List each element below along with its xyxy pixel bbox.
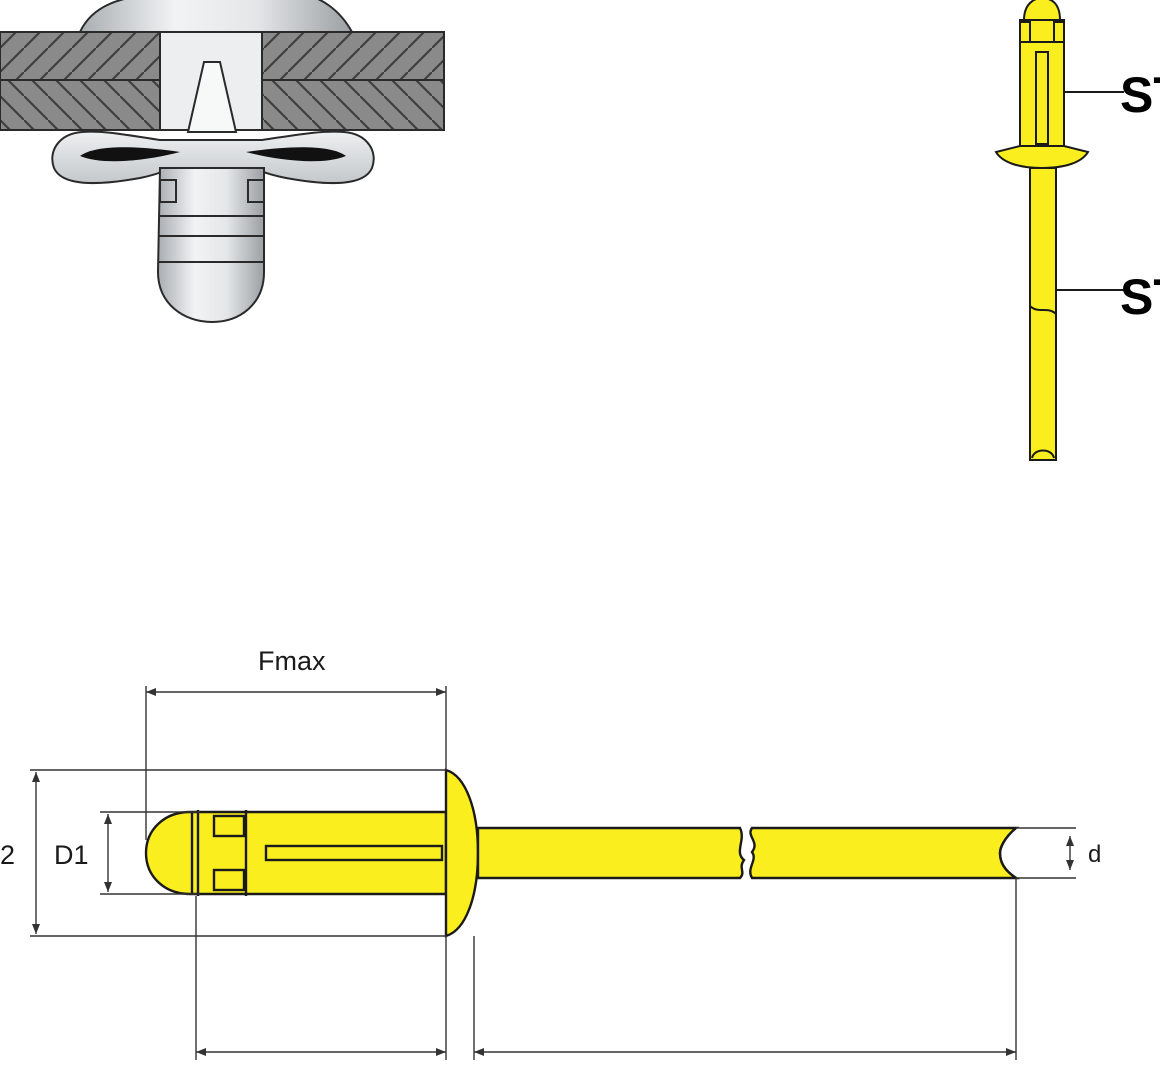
split-petals bbox=[51, 130, 375, 185]
horizontal-rivet-details bbox=[190, 810, 444, 896]
lower-sheet bbox=[0, 80, 444, 130]
petal-slit-left bbox=[80, 147, 180, 162]
mandrel-taper bbox=[186, 61, 238, 133]
vertical-rivet: ST ST bbox=[994, 0, 1160, 461]
horizontal-mandrel-stem-left bbox=[476, 826, 746, 880]
horizontal-rivet bbox=[144, 768, 1020, 938]
vertical-break-notch bbox=[1029, 305, 1057, 315]
side-label-bottom: ST bbox=[1120, 269, 1160, 325]
dimension-arrowheads bbox=[32, 688, 1074, 1056]
side-label-top: ST bbox=[1120, 67, 1160, 123]
dim-label-d: d bbox=[1088, 841, 1101, 868]
mandrel-head-details bbox=[158, 179, 265, 263]
installed-rivet-section bbox=[0, 0, 445, 324]
dimension-lines bbox=[30, 686, 1076, 1060]
horizontal-mandrel-stem-right bbox=[749, 826, 1020, 880]
dim-label-d1: D1 bbox=[54, 840, 89, 870]
horizontal-rivet-flange bbox=[444, 768, 480, 938]
rivet-head-dome bbox=[78, 0, 354, 33]
dim-label-fmax: Fmax bbox=[258, 646, 326, 676]
vertical-stem-end bbox=[1031, 449, 1055, 459]
mandrel-head-bottom bbox=[156, 167, 265, 324]
vertical-rivet-slots bbox=[1019, 21, 1065, 145]
vertical-rivet-body bbox=[1019, 19, 1065, 147]
dim-label-d2-fragment: 2 bbox=[0, 840, 15, 870]
horizontal-stem-end bbox=[998, 827, 1017, 879]
vertical-rivet-flange bbox=[994, 145, 1090, 170]
petal-slit-right bbox=[246, 147, 346, 162]
vertical-mandrel-stem bbox=[1029, 167, 1057, 461]
upper-sheet bbox=[0, 32, 444, 80]
vertical-mandrel-cap bbox=[1022, 0, 1062, 21]
